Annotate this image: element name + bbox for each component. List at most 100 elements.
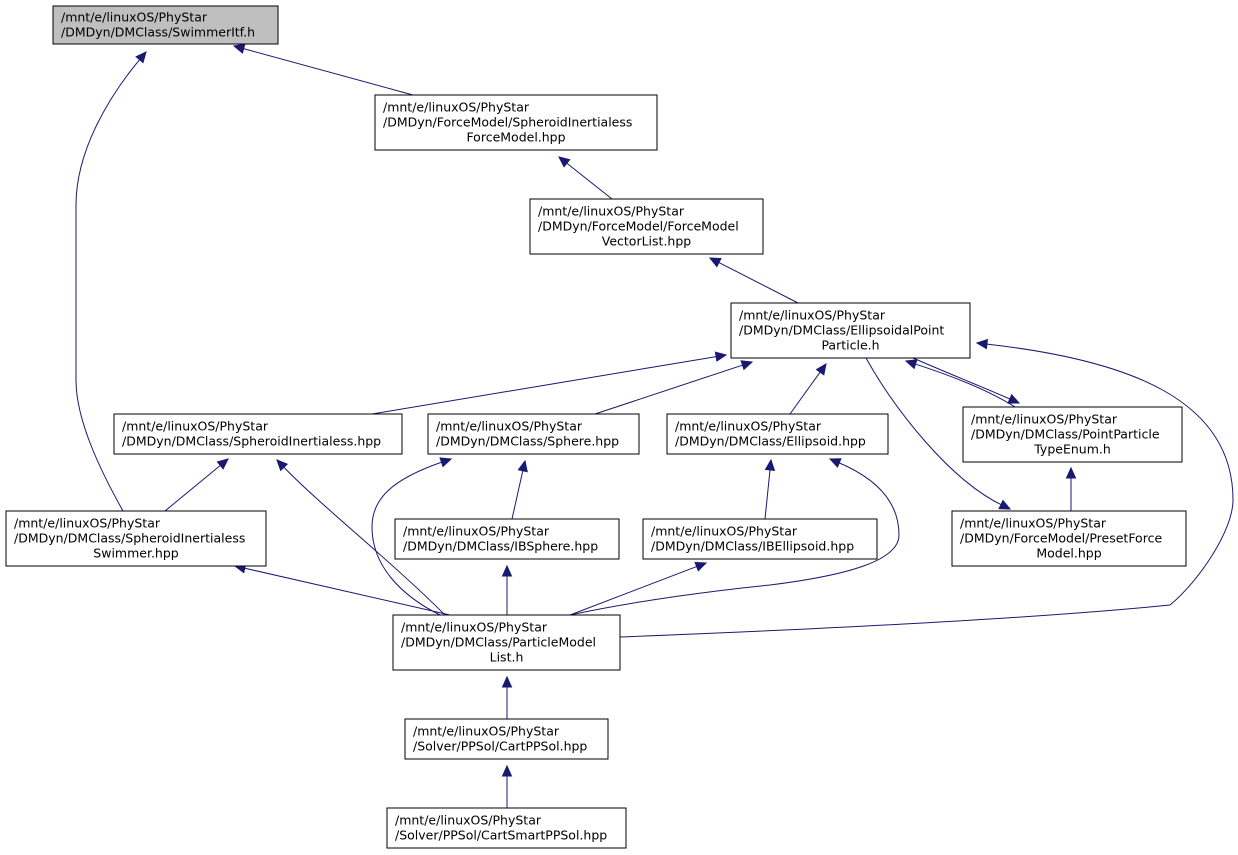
node-point-particle-type-enum[interactable]: /mnt/e/linuxOS/PhyStar/DMDyn/DMClass/Poi… — [962, 406, 1183, 463]
edge-line — [569, 462, 900, 616]
node-label-line: /DMDyn/DMClass/ParticleModel — [401, 635, 596, 650]
edge-ib-sphere-to-sphere — [511, 459, 528, 520]
edge-ellipsoid-to-ellipsoidal-point-particle — [789, 363, 827, 415]
edge-ellipsoidal-point-particle-to-preset-force-model — [865, 357, 1012, 510]
nodes-layer: /mnt/e/linuxOS/PhyStar/DMDyn/DMClass/Swi… — [5, 5, 1187, 849]
node-label-line: /mnt/e/linuxOS/PhyStar — [436, 419, 583, 434]
node-box — [5, 510, 267, 567]
node-label-line: Model.hpp — [1036, 546, 1101, 561]
edge-arrowhead — [501, 564, 513, 577]
edge-arrowhead — [439, 457, 453, 468]
edge-arrowhead — [904, 359, 918, 370]
edge-arrowhead — [998, 499, 1012, 510]
edge-arrowhead — [216, 458, 229, 470]
node-label-line: /DMDyn/ForceModel/SpheroidInertialess — [383, 115, 632, 130]
node-label-line: TypeEnum.h — [1033, 442, 1111, 457]
node-label-line: /mnt/e/linuxOS/PhyStar — [395, 813, 542, 828]
node-sphere[interactable]: /mnt/e/linuxOS/PhyStar/DMDyn/DMClass/Sph… — [427, 413, 640, 455]
edge-sphere-to-ellipsoidal-point-particle — [594, 360, 754, 415]
node-label-line: /DMDyn/ForceModel/PresetForce — [960, 531, 1162, 546]
node-box — [394, 518, 620, 560]
edge-spheroid-inertialess-to-ellipsoidal-point-particle — [371, 351, 728, 415]
node-label-line: /mnt/e/linuxOS/PhyStar — [403, 524, 550, 539]
node-label-line: /DMDyn/DMClass/SpheroidInertialess.hpp — [122, 434, 381, 449]
edge-arrowhead — [558, 156, 571, 168]
edge-line — [371, 356, 718, 415]
node-label-line: List.h — [490, 650, 524, 665]
edge-particle-model-list-to-ib-ellipsoid — [569, 561, 708, 616]
node-label-line: /mnt/e/linuxOS/PhyStar — [538, 204, 685, 219]
node-label-line: /mnt/e/linuxOS/PhyStar — [960, 516, 1107, 531]
node-label-line: /mnt/e/linuxOS/PhyStar — [675, 419, 822, 434]
edge-line — [789, 371, 822, 415]
node-cart-smart-pp-sol[interactable]: /mnt/e/linuxOS/PhyStar/Solver/PPSol/Cart… — [386, 807, 627, 849]
edge-spheroid-swimmer-to-swimmer-itf — [75, 51, 147, 512]
edge-arrowhead — [708, 257, 722, 268]
node-box — [52, 5, 279, 45]
node-particle-model-list[interactable]: /mnt/e/linuxOS/PhyStar/DMDyn/DMClass/Par… — [392, 614, 621, 671]
edge-arrowhead — [1007, 393, 1021, 404]
node-box — [951, 510, 1187, 567]
edge-line — [619, 343, 1234, 638]
node-label-line: /mnt/e/linuxOS/PhyStar — [651, 524, 798, 539]
edge-arrowhead — [764, 458, 776, 471]
edge-arrowhead — [232, 43, 246, 54]
node-label-line: VectorList.hpp — [602, 234, 692, 249]
node-ib-sphere[interactable]: /mnt/e/linuxOS/PhyStar/DMDyn/DMClass/IBS… — [394, 518, 620, 560]
node-box — [113, 413, 403, 455]
edge-line — [565, 162, 613, 200]
node-label-line: /mnt/e/linuxOS/PhyStar — [971, 412, 1118, 427]
node-spheroid-swimmer[interactable]: /mnt/e/linuxOS/PhyStar/DMDyn/DMClass/Sph… — [5, 510, 267, 567]
node-label-line: /mnt/e/linuxOS/PhyStar — [401, 620, 548, 635]
edge-arrowhead — [694, 561, 708, 572]
edge-line — [912, 357, 1012, 400]
edge-particle-model-list-to-sphere — [371, 457, 453, 616]
edge-arrowhead — [501, 764, 513, 777]
node-ellipsoidal-point-particle[interactable]: /mnt/e/linuxOS/PhyStar/DMDyn/DMClass/Ell… — [730, 302, 971, 359]
edge-cart-pp-sol-to-particle-model-list — [501, 675, 513, 719]
node-box — [404, 718, 609, 760]
edge-line — [764, 468, 771, 520]
node-label-line: /DMDyn/DMClass/SpheroidInertialess — [14, 531, 245, 546]
node-preset-force-model[interactable]: /mnt/e/linuxOS/PhyStar/DMDyn/ForceModel/… — [951, 510, 1187, 567]
edge-spheroid-force-model-to-swimmer-itf — [232, 43, 414, 96]
node-label-line: /DMDyn/DMClass/Sphere.hpp — [436, 434, 619, 449]
node-force-model-vector-list[interactable]: /mnt/e/linuxOS/PhyStar/DMDyn/ForceModel/… — [529, 198, 764, 255]
node-label-line: /mnt/e/linuxOS/PhyStar — [14, 516, 161, 531]
node-box — [529, 198, 764, 255]
edge-arrowhead — [135, 51, 147, 64]
edge-ellipsoidal-point-particle-to-force-model-vector-list — [708, 257, 799, 304]
node-spheroid-force-model[interactable]: /mnt/e/linuxOS/PhyStar/DMDyn/ForceModel/… — [374, 94, 658, 151]
edge-ellipsoidal-point-particle-to-point-particle-type-enum — [912, 357, 1021, 404]
node-label-line: /DMDyn/DMClass/Ellipsoid.hpp — [675, 434, 866, 449]
edge-line — [243, 567, 451, 616]
edge-particle-model-list-to-ellipsoidal-point-particle — [619, 338, 1234, 638]
node-box — [642, 518, 878, 560]
edge-line — [242, 47, 414, 96]
edge-arrowhead — [1065, 466, 1077, 479]
node-label-line: /DMDyn/DMClass/EllipsoidalPoint — [739, 323, 944, 338]
edge-arrowhead — [517, 459, 528, 473]
edge-ib-ellipsoid-to-ellipsoid — [764, 458, 776, 520]
edge-point-particle-type-enum-to-ellipsoidal-point-particle — [904, 359, 1016, 408]
edge-force-model-vector-list-to-spheroid-force-model — [558, 156, 613, 200]
node-label-line: /Solver/PPSol/CartPPSol.hpp — [413, 739, 587, 754]
node-spheroid-inertialess[interactable]: /mnt/e/linuxOS/PhyStar/DMDyn/DMClass/Sph… — [113, 413, 403, 455]
node-label-line: ForceModel.hpp — [466, 130, 565, 145]
node-ellipsoid[interactable]: /mnt/e/linuxOS/PhyStar/DMDyn/DMClass/Ell… — [666, 413, 889, 455]
edges-layer — [75, 43, 1234, 808]
edge-spheroid-swimmer-to-spheroid-inertialess — [164, 458, 229, 512]
node-label-line: /DMDyn/DMClass/SwimmerItf.h — [61, 25, 255, 40]
node-box — [730, 302, 971, 359]
edge-line — [164, 464, 222, 512]
node-label-line: Particle.h — [821, 338, 879, 353]
node-swimmer-itf: /mnt/e/linuxOS/PhyStar/DMDyn/DMClass/Swi… — [52, 5, 279, 45]
node-label-line: /DMDyn/DMClass/IBSphere.hpp — [403, 539, 598, 554]
node-label-line: /DMDyn/DMClass/IBEllipsoid.hpp — [651, 539, 854, 554]
edge-particle-model-list-to-ellipsoid — [569, 458, 900, 616]
node-cart-pp-sol[interactable]: /mnt/e/linuxOS/PhyStar/Solver/PPSol/Cart… — [404, 718, 609, 760]
node-ib-ellipsoid[interactable]: /mnt/e/linuxOS/PhyStar/DMDyn/DMClass/IBE… — [642, 518, 878, 560]
node-label-line: Swimmer.hpp — [93, 546, 178, 561]
node-box — [374, 94, 658, 151]
